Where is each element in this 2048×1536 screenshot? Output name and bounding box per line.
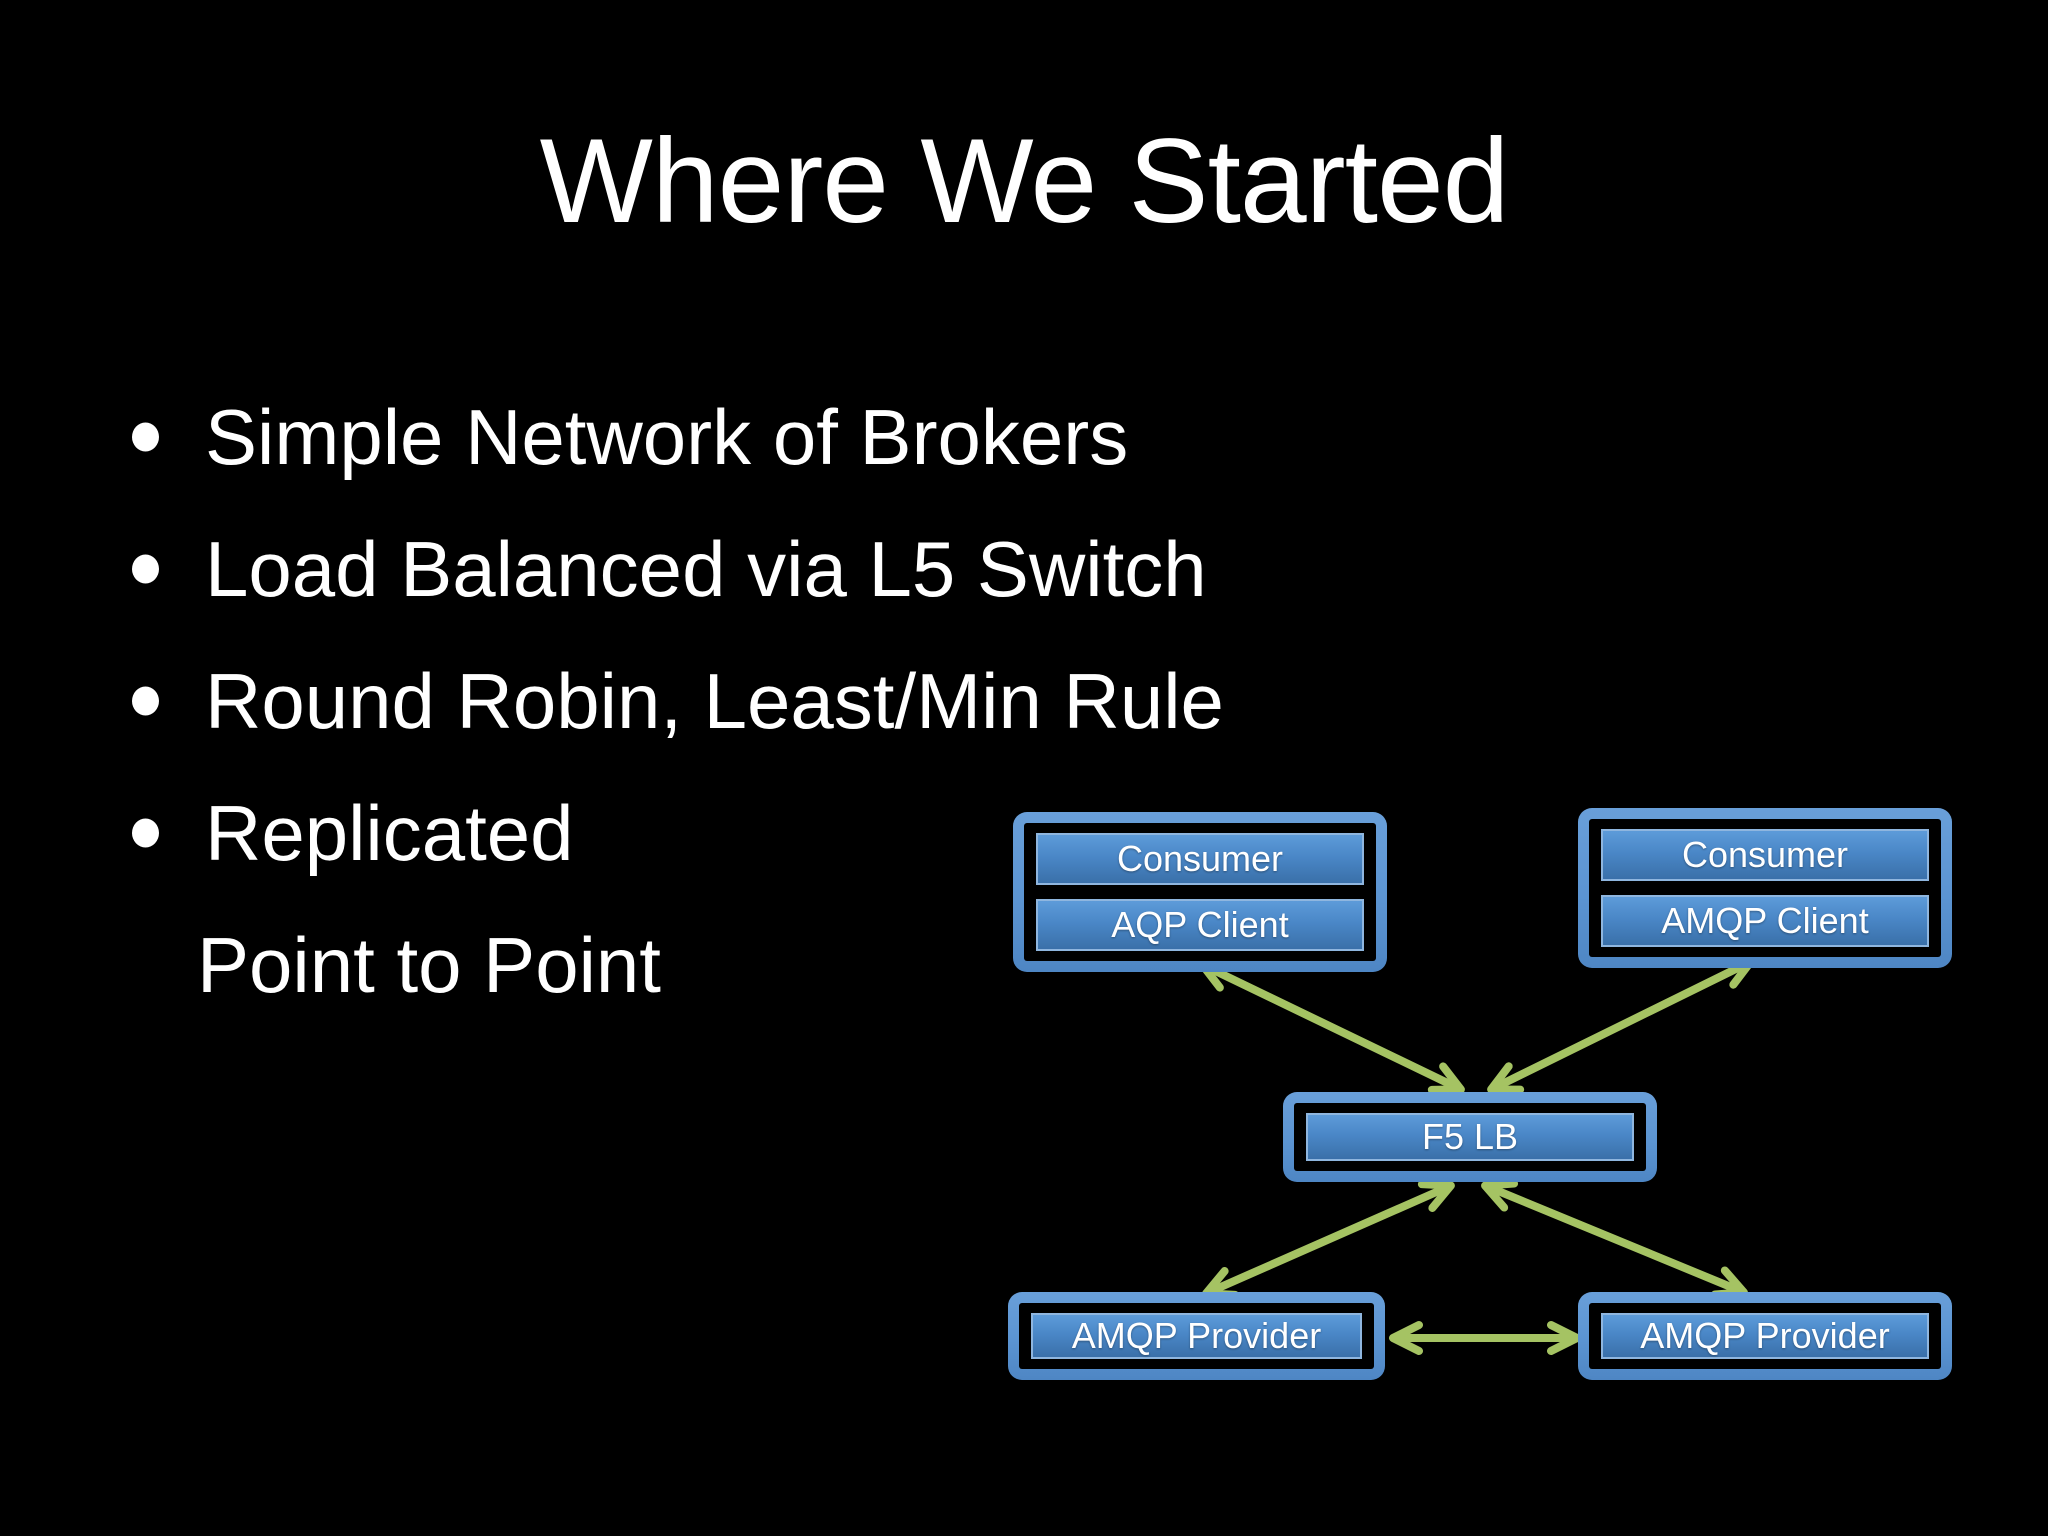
node-f5-lb: F5 LB — [1283, 1092, 1657, 1182]
node-inner-panel: Consumer AQP Client — [1024, 823, 1376, 961]
bullet-item-continuation: Point to Point — [130, 899, 1224, 1031]
node-inner-panel: AMQP Provider — [1019, 1303, 1374, 1369]
arrow-consumer-right-f5 — [1487, 957, 1755, 1094]
node-inner-panel: Consumer AMQP Client — [1589, 819, 1941, 957]
node-label: AMQP Provider — [1031, 1313, 1362, 1359]
node-label: AQP Client — [1036, 899, 1364, 951]
bullet-text: Load Balanced via L5 Switch — [205, 525, 1207, 613]
arrow-f5-provider-right — [1481, 1179, 1748, 1299]
arrow-consumer-left-f5 — [1198, 960, 1465, 1094]
bullet-item: Round Robin, Least/Min Rule — [130, 635, 1224, 767]
node-consumer-left: Consumer AQP Client — [1013, 812, 1387, 972]
bullet-text: Replicated — [205, 789, 574, 877]
bullet-item: Simple Network of Brokers — [130, 371, 1224, 503]
node-label: Consumer — [1036, 833, 1364, 885]
bullet-text: Simple Network of Brokers — [205, 393, 1129, 481]
bullet-list: Simple Network of Brokers Load Balanced … — [130, 371, 1224, 1031]
bullet-dot-icon — [132, 818, 159, 848]
node-label: AMQP Provider — [1601, 1313, 1929, 1359]
bullet-text: Point to Point — [197, 921, 661, 1009]
node-label: F5 LB — [1306, 1113, 1634, 1161]
node-inner-panel: AMQP Provider — [1589, 1303, 1941, 1369]
node-amqp-provider-left: AMQP Provider — [1008, 1292, 1385, 1380]
node-inner-panel: F5 LB — [1294, 1103, 1646, 1171]
bullet-text: Round Robin, Least/Min Rule — [205, 657, 1224, 745]
bullet-dot-icon — [132, 422, 159, 452]
bullet-item: Load Balanced via L5 Switch — [130, 503, 1224, 635]
node-consumer-right: Consumer AMQP Client — [1578, 808, 1952, 968]
slide-title: Where We Started — [539, 114, 1510, 248]
node-label: Consumer — [1601, 829, 1929, 881]
node-amqp-provider-right: AMQP Provider — [1578, 1292, 1952, 1380]
node-label: AMQP Client — [1601, 895, 1929, 947]
bullet-dot-icon — [132, 554, 159, 584]
bullet-item: Replicated — [130, 767, 1224, 899]
bullet-dot-icon — [132, 686, 159, 716]
arrow-f5-provider-left — [1202, 1180, 1455, 1299]
